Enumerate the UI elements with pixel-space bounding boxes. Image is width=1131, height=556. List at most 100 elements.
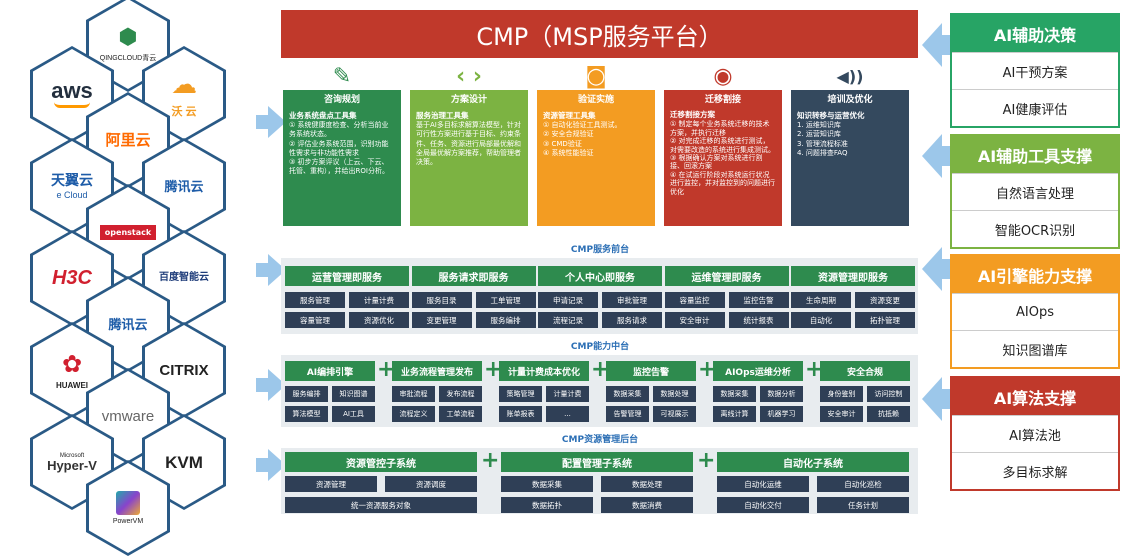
middle-item: 数据处理 xyxy=(653,386,696,402)
middle-group-title: 监控告警 xyxy=(606,361,696,381)
middle-item: 数据采集 xyxy=(606,386,649,402)
plus-icon: + xyxy=(805,357,824,382)
front-item: 计量计费 xyxy=(349,292,409,308)
arrow-left-icon xyxy=(922,134,942,178)
plus-icon: + xyxy=(591,357,610,382)
phase-line: ① 自动化验证工具测试。 xyxy=(543,121,622,130)
back-title: CMP资源管理后台 xyxy=(561,435,639,445)
panel-item: AI算法池 xyxy=(952,415,1118,452)
plus-icon: + xyxy=(481,448,500,473)
arrow-shaft xyxy=(256,115,270,129)
front-item: 资源优化 xyxy=(349,312,409,328)
arrow-shaft xyxy=(256,263,270,277)
back-item: 数据消费 xyxy=(601,497,693,513)
phase-line: ③ 初步方案评议（上云、下云、托管、重构），并给出ROI分析。 xyxy=(289,158,389,176)
huawei-flower-icon: ✿ xyxy=(61,350,83,378)
phase-name: 方案设计 xyxy=(410,90,528,106)
middle-item: 算法模型 xyxy=(285,406,328,422)
front-item: 自动化 xyxy=(791,312,851,328)
middle-group-title: AI编排引擎 xyxy=(285,361,375,381)
front-item: 工单管理 xyxy=(475,292,536,308)
panel-title: AI辅助工具支撑 xyxy=(952,136,1118,173)
ai-engine-panel: AI引擎能力支撑 AIOps 知识图谱库 xyxy=(950,254,1120,369)
back-group-title: 资源管控子系统 xyxy=(285,452,477,472)
back-group-title: 配置管理子系统 xyxy=(501,452,693,472)
code-brackets-icon: ‹ › xyxy=(456,63,482,89)
front-item: 服务管理 xyxy=(285,292,345,308)
front-item: 生命周期 xyxy=(791,292,851,308)
phase-line: ④ 系统性能验证 xyxy=(543,148,594,157)
front-item: 申请记录 xyxy=(538,292,598,308)
middle-group-title: 计量计费成本优化 xyxy=(499,361,589,381)
phase-migration: ◉ 迁移割接 迁移割接方案 ① 制定每个业务系统迁移的技术方案，并执行迁移 ② … xyxy=(664,62,782,226)
front-item: 容量监控 xyxy=(664,292,725,308)
phase-line: 2. 运营知识库 xyxy=(797,130,841,139)
phase-title: 知识转移与运营优化 xyxy=(797,111,865,120)
panel-item: AI健康评估 xyxy=(952,89,1118,126)
panel-item: 多目标求解 xyxy=(952,452,1118,489)
panel-item: AI干预方案 xyxy=(952,52,1118,89)
vendor-name: openstack xyxy=(99,224,157,240)
front-item: 流程记录 xyxy=(538,312,598,328)
front-item: 容量管理 xyxy=(285,312,345,328)
phase-title: 服务治理工具集 xyxy=(416,111,469,120)
plus-icon: + xyxy=(484,357,503,382)
middle-item: 知识图谱 xyxy=(332,386,375,402)
vendor-hex: ✿ HUAWEI xyxy=(30,322,114,418)
vendor-hex: 腾讯云 xyxy=(142,138,226,234)
middle-item: 抗抵赖 xyxy=(867,406,910,422)
back-item: 数据处理 xyxy=(601,476,693,492)
vendor-name: 百度智能云 xyxy=(159,272,209,283)
plus-icon: + xyxy=(697,448,716,473)
phase-line: ② 对完成迁移的系统进行测试，对需要改造的系统进行集成测试。 xyxy=(670,137,775,154)
vendor-sub: e Cloud xyxy=(56,189,88,200)
front-item: 变更管理 xyxy=(411,312,472,328)
middle-item: 离线计算 xyxy=(713,406,756,422)
front-item: 拓扑管理 xyxy=(855,312,915,328)
front-group-title: 运维管理即服务 xyxy=(664,266,789,286)
vendor-name: 沃 云 xyxy=(171,105,197,118)
phase-title: 业务系统盘点工具集 xyxy=(289,111,357,120)
camera-icon: ◙ xyxy=(585,63,607,89)
arrow-shaft xyxy=(256,378,270,392)
front-item: 资源变更 xyxy=(855,292,915,308)
vendor-hex: 百度智能云 xyxy=(142,230,226,326)
middle-item: 工单流程 xyxy=(439,406,482,422)
arrow-left-icon xyxy=(922,377,942,421)
back-item: 自动化运维 xyxy=(717,476,809,492)
back-item: 自动化交付 xyxy=(717,497,809,513)
phase-line: ② 安全合规验证 xyxy=(543,130,594,139)
front-item: 监控告警 xyxy=(728,292,789,308)
vendor-name: Hyper-V xyxy=(47,457,97,473)
middle-group-title: 安全合规 xyxy=(820,361,910,381)
middle-item: ... xyxy=(546,406,589,422)
aws-smile-icon xyxy=(54,102,90,108)
middle-item: 可视展示 xyxy=(653,406,696,422)
vendor-sub: Microsoft xyxy=(59,452,85,459)
middle-item: 审批流程 xyxy=(392,386,435,402)
front-item: 安全审计 xyxy=(664,312,725,328)
phase-body: 迁移割接方案 ① 制定每个业务系统迁移的技术方案，并执行迁移 ② 对完成迁移的系… xyxy=(664,106,782,226)
middle-item: 服务编排 xyxy=(285,386,328,402)
woyun-cloud-icon: ☁ xyxy=(171,69,197,100)
panel-title: AI引擎能力支撑 xyxy=(952,256,1118,293)
vendor-name: 腾讯云 xyxy=(108,316,148,332)
phase-line: 基于AI多目标求解算法模型，针对可行性方案进行基于目标、约束条件、任务、资源进行… xyxy=(416,121,521,167)
vendor-name: vmware xyxy=(101,407,155,425)
phase-line: ① 制定每个业务系统迁移的技术方案，并执行迁移 xyxy=(670,120,770,137)
ai-decision-panel: AI辅助决策 AI干预方案 AI健康评估 xyxy=(950,13,1120,128)
arrow-left-icon xyxy=(922,247,942,291)
panel-item: 智能OCR识别 xyxy=(952,210,1118,247)
qingcloud-logo-icon: ⬢ xyxy=(118,25,138,50)
panel-title: AI算法支撑 xyxy=(952,378,1118,415)
phase-line: 3. 管理流程标准 xyxy=(797,139,848,148)
phase-consulting: ✎ 咨询规划 业务系统盘点工具集 ① 系统健康度检查、分析当前业务系统状态。 ②… xyxy=(283,62,401,226)
phase-design: ‹ › 方案设计 服务治理工具集 基于AI多目标求解算法模型，针对可行性方案进行… xyxy=(410,62,528,226)
panel-item: 自然语言处理 xyxy=(952,173,1118,210)
back-item-wide: 统一资源服务对象 xyxy=(285,497,477,513)
phase-line: ① 系统健康度检查、分析当前业务系统状态。 xyxy=(289,121,389,139)
phase-line: ② 评估业务系统范围，识别功能性需求与非功能性需求 xyxy=(289,139,389,157)
back-item: 资源管理 xyxy=(285,476,377,492)
arrow-shaft xyxy=(941,259,951,279)
middle-item: 访问控制 xyxy=(867,386,910,402)
